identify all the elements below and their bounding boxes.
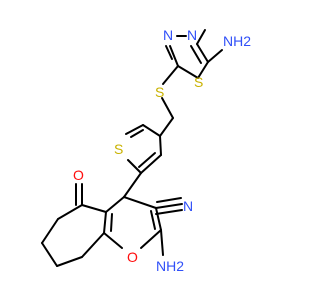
atom-label-nh2-bottom: NH2 — [156, 258, 184, 274]
bond — [123, 196, 157, 209]
bond — [197, 61, 209, 79]
bond — [140, 154, 162, 174]
atom-label-s-thiophene: S — [114, 141, 123, 157]
bond — [138, 152, 156, 168]
atom-label-s-thioether: S — [155, 84, 164, 100]
bond — [150, 210, 156, 230]
bond — [81, 204, 107, 213]
bond — [105, 196, 125, 213]
bond — [162, 65, 179, 85]
bond — [160, 229, 164, 256]
bond — [155, 203, 183, 209]
bond — [207, 49, 223, 63]
bond — [161, 97, 174, 119]
bond — [81, 232, 105, 258]
bond — [41, 242, 58, 267]
bond — [196, 29, 206, 45]
atom-label-s-thiadiazole: S — [194, 74, 203, 90]
bond — [56, 256, 83, 267]
bond — [165, 45, 173, 60]
atom-label-n-nitrile: N — [183, 198, 193, 214]
bond — [142, 124, 161, 137]
bond — [140, 229, 162, 249]
atom-label-o-carbonyl: O — [73, 167, 84, 183]
bond — [155, 209, 183, 215]
bond — [190, 45, 202, 64]
bond — [156, 197, 182, 203]
bond — [177, 65, 199, 79]
bond — [41, 218, 59, 244]
molecular-structure: NH2 N N S S S O N NH2 O — [41, 27, 251, 274]
atom-label-n1: N — [187, 27, 197, 43]
bond — [130, 129, 144, 138]
bond — [127, 159, 142, 174]
bond — [125, 124, 144, 135]
bond — [159, 117, 174, 137]
atom-label-o-pyran: O — [127, 249, 138, 265]
bond — [103, 211, 107, 234]
bond — [57, 204, 83, 220]
bond — [110, 213, 113, 232]
bond — [169, 45, 179, 67]
atom-label-nh2-top: NH2 — [223, 33, 251, 49]
bond — [155, 207, 162, 231]
bond — [123, 172, 142, 198]
bond — [159, 135, 162, 156]
bond — [196, 43, 209, 63]
atom-label-n2: N — [163, 27, 173, 43]
bond — [103, 232, 123, 249]
